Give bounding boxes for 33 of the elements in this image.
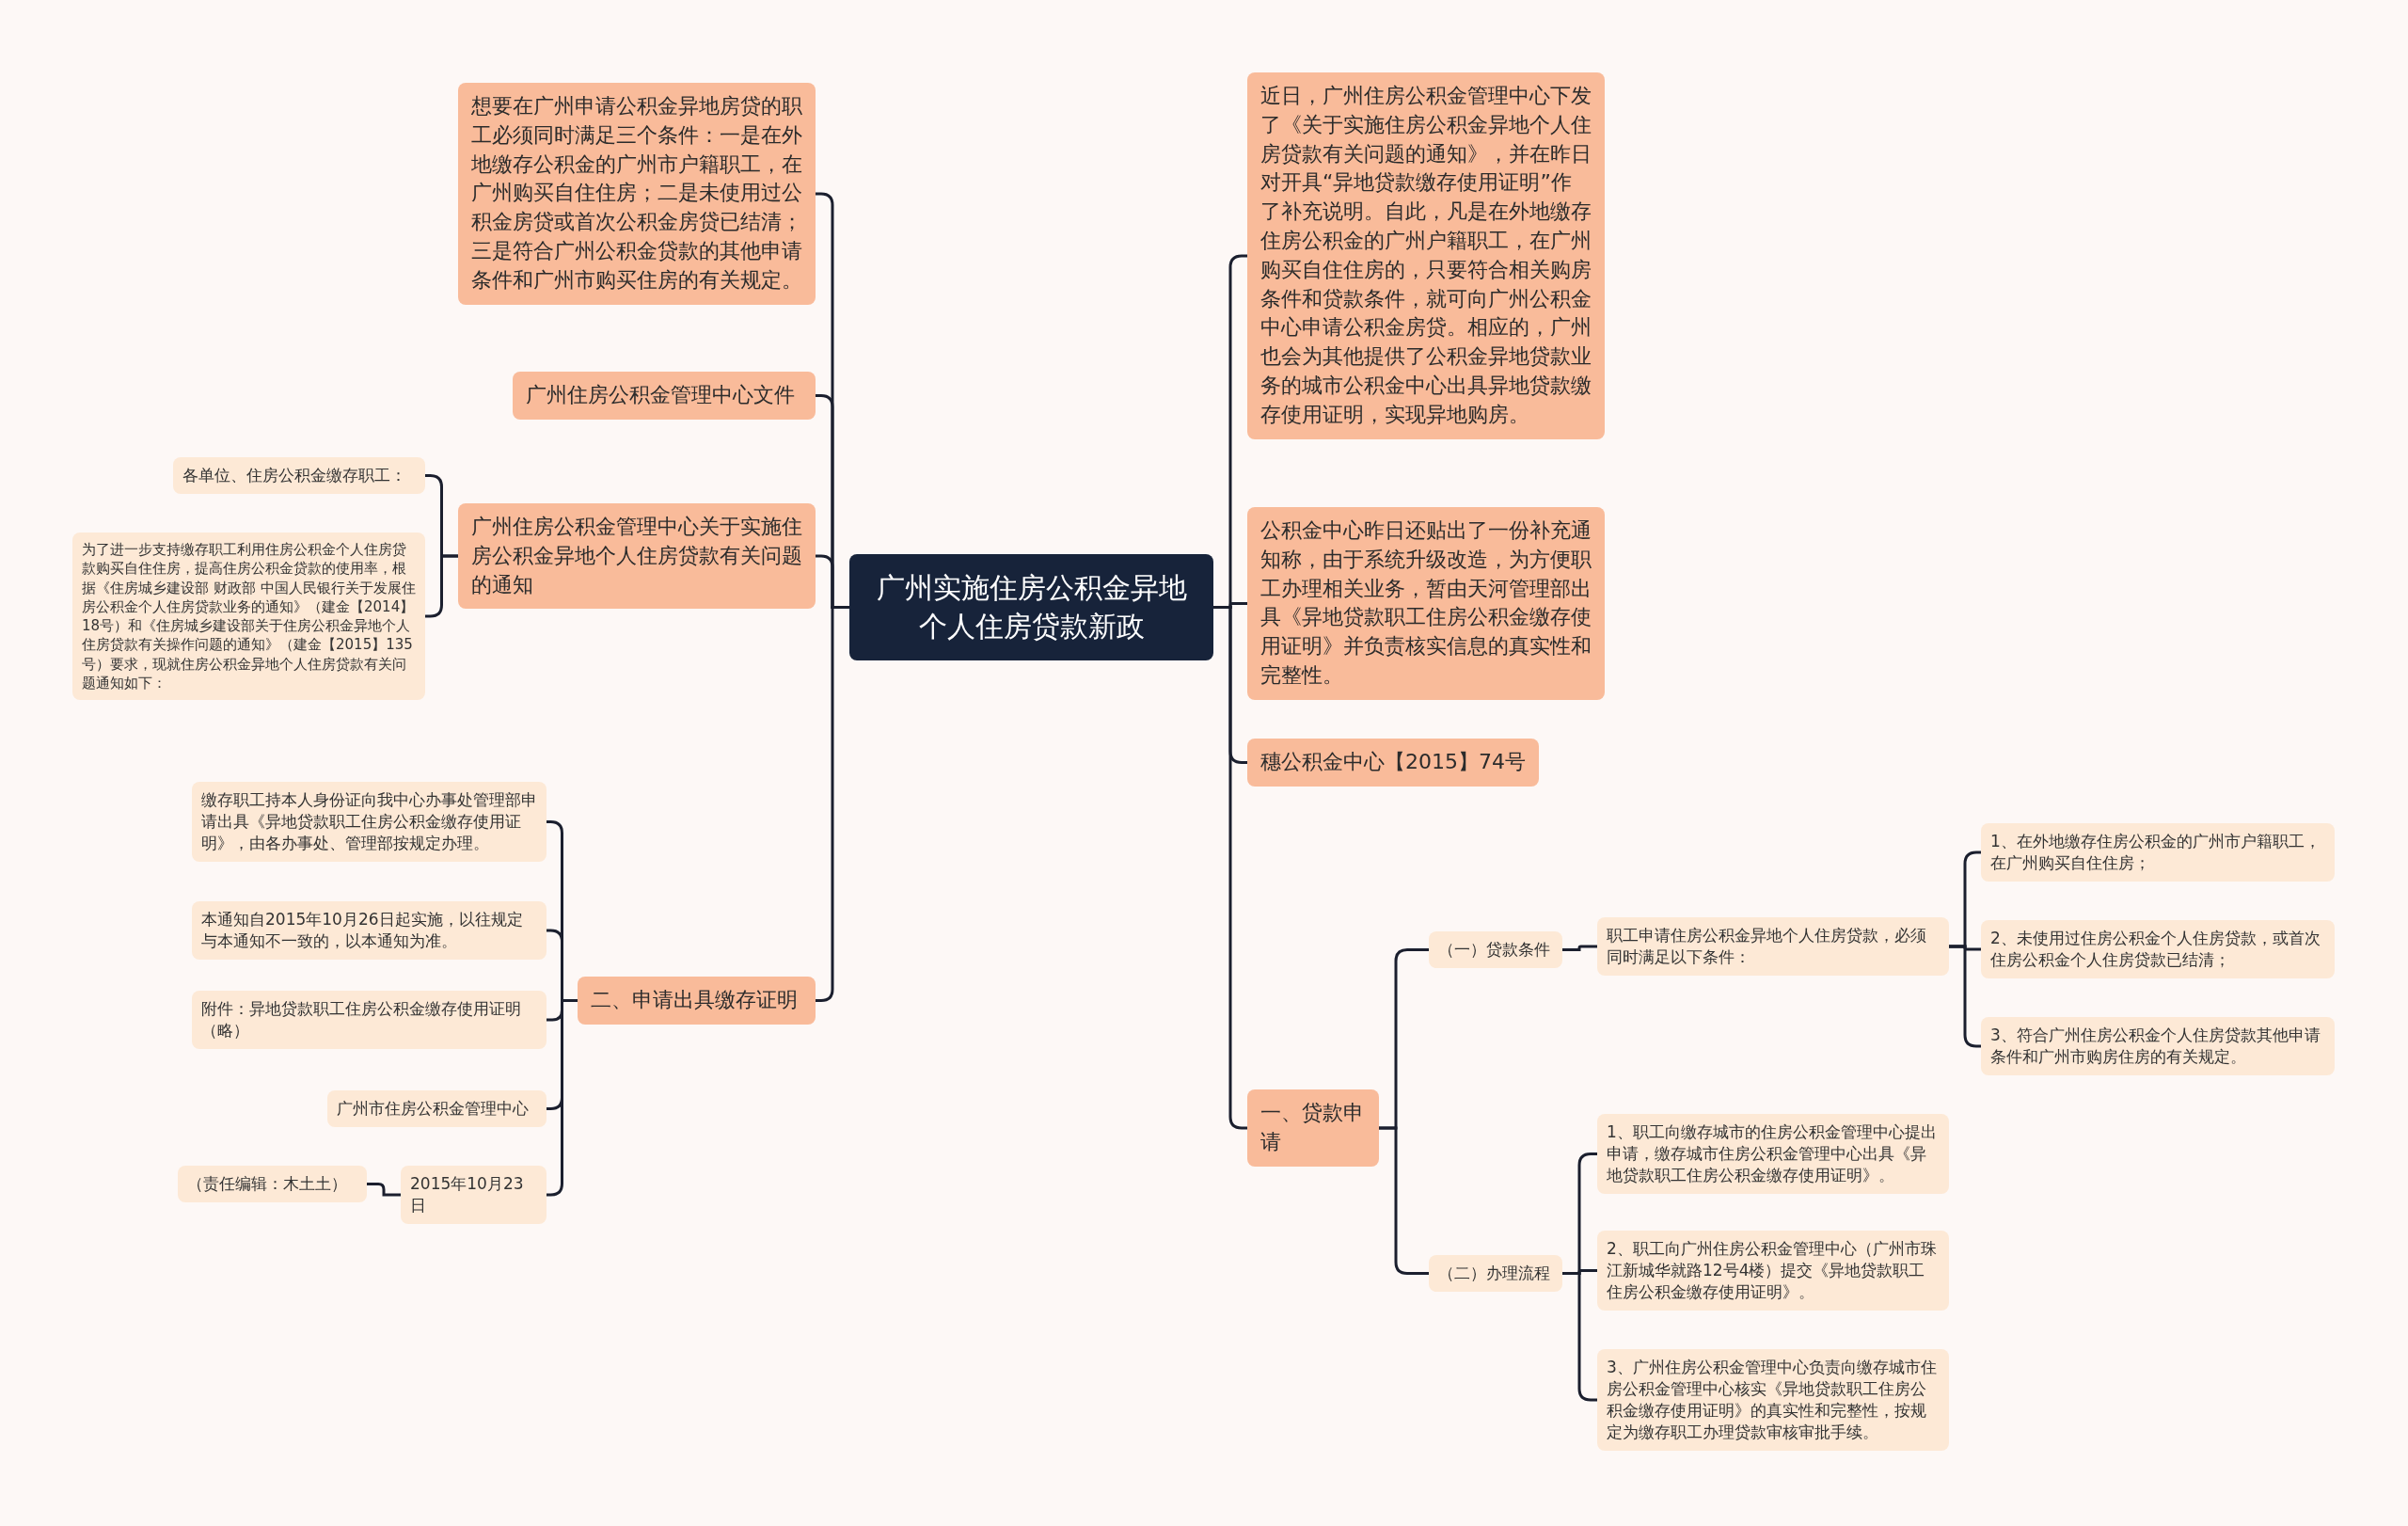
subtopic-box: 本通知自2015年10月26日起实施，以往规定与本通知不一致的，以本通知为准。 (192, 901, 547, 960)
subtopic-box: 2、未使用过住房公积金个人住房贷款，或首次住房公积金个人住房贷款已结清； (1981, 920, 2335, 978)
topic-box: 二、申请出具缴存证明 (578, 977, 816, 1025)
connector-line (545, 999, 579, 1197)
subtopic-box: 广州市住房公积金管理中心 (327, 1090, 547, 1127)
connector-line (423, 554, 460, 618)
topic-box: 广州住房公积金管理中心文件 (513, 372, 816, 420)
connector-line (1560, 945, 1599, 951)
subtopic-box: 1、在外地缴存住房公积金的广州市户籍职工，在广州购买自住住房； (1981, 823, 2335, 882)
subtopic-box: 缴存职工持本人身份证向我中心办事处管理部申请出具《异地贷款职工住房公积金缴存使用证明》，由各办事处、管理部按规定办理。 (192, 782, 547, 862)
central-topic: 广州实施住房公积金异地个人住房贷款新政 (849, 554, 1213, 660)
subtopic-box: 各单位、住房公积金缴存职工： (173, 457, 425, 494)
subtopic-box: 2、职工向广州住房公积金管理中心（广州市珠江新城华就路12号4楼）提交《异地贷款职工住房公积金缴存使用证明》。 (1597, 1231, 1949, 1311)
subtopic-box: 为了进一步支持缴存职工利用住房公积金个人住房贷款购买自住住房，提高住房公积金贷款的使用率，根据《住房城乡建设部 财政部 中国人民银行关于发展住房公积金个人住房贷款业务的通知》（建金【2014】18号）和《住房城乡建设部关于住房公积金异地个人住房贷款有关操作问题的通知》（建金【2015】135号）要求，现就住房公积金异地个人住房贷款有关问题通知如下： (72, 533, 425, 700)
topic-box: 近日，广州住房公积金管理中心下发了《关于实施住房公积金异地个人住房贷款有关问题的通知》，并在昨日对开具“异地贷款缴存使用证明”作了补充说明。自此，凡是在外地缴存住房公积金的广州户籍职工，在广州购买自住住房的，只要符合相关购房条件和贷款条件，就可向广州公积金中心申请公积金房贷。相应的，广州也会为其他提供了公积金异地贷款业务的城市公积金中心出具异地贷款缴存使用证明，实现异地购房。 (1247, 72, 1605, 439)
subtopic-box: 3、广州住房公积金管理中心负责向缴存城市住房公积金管理中心核实《异地贷款职工住房公积金缴存使用证明》的真实性和完整性，按规定为缴存职工办理贷款审核审批手续。 (1597, 1349, 1949, 1451)
topic-box: 穗公积金中心【2015】74号 (1247, 739, 1539, 787)
topic-box: 广州住房公积金管理中心关于实施住房公积金异地个人住房贷款有关问题的通知 (458, 503, 816, 610)
subtopic-box: （一）贷款条件 (1429, 931, 1562, 968)
connector-line (365, 1183, 403, 1197)
subtopic-box: 职工申请住房公积金异地个人住房贷款，必须同时满足以下条件： (1597, 917, 1949, 976)
topic-box: 公积金中心昨日还贴出了一份补充通知称，由于系统升级改造，为方便职工办理相关业务，暂由天河管理部出具《异地贷款职工住房公积金缴存使用证明》并负责核实信息的真实性和完整性。 (1247, 507, 1605, 700)
subtopic-box: 1、职工向缴存城市的住房公积金管理中心提出申请，缴存城市住房公积金管理中心出具《异地贷款职工住房公积金缴存使用证明》。 (1597, 1114, 1949, 1194)
subtopic-box: 2015年10月23日 (401, 1166, 547, 1224)
topic-box: 想要在广州申请公积金异地房贷的职工必须同时满足三个条件：一是在外地缴存公积金的广州市户籍职工，在广州购买自住住房；二是未使用过公积金房贷或首次公积金房贷已结清；三是符合广州公积金贷款的其他申请条件和广州市购买住房的有关规定。 (458, 83, 816, 305)
subtopic-box: 附件：异地贷款职工住房公积金缴存使用证明（略） (192, 991, 547, 1049)
subtopic-box: （二）办理流程 (1429, 1255, 1562, 1292)
connector-line (1560, 1272, 1599, 1402)
subtopic-box: （责任编辑：木土土） (178, 1166, 367, 1202)
topic-box: 一、贷款申请 (1247, 1089, 1379, 1167)
subtopic-box: 3、符合广州住房公积金个人住房贷款其他申请条件和广州市购房住房的有关规定。 (1981, 1017, 2335, 1075)
connector-line (1947, 945, 1983, 1048)
connector-line (1377, 1126, 1431, 1275)
